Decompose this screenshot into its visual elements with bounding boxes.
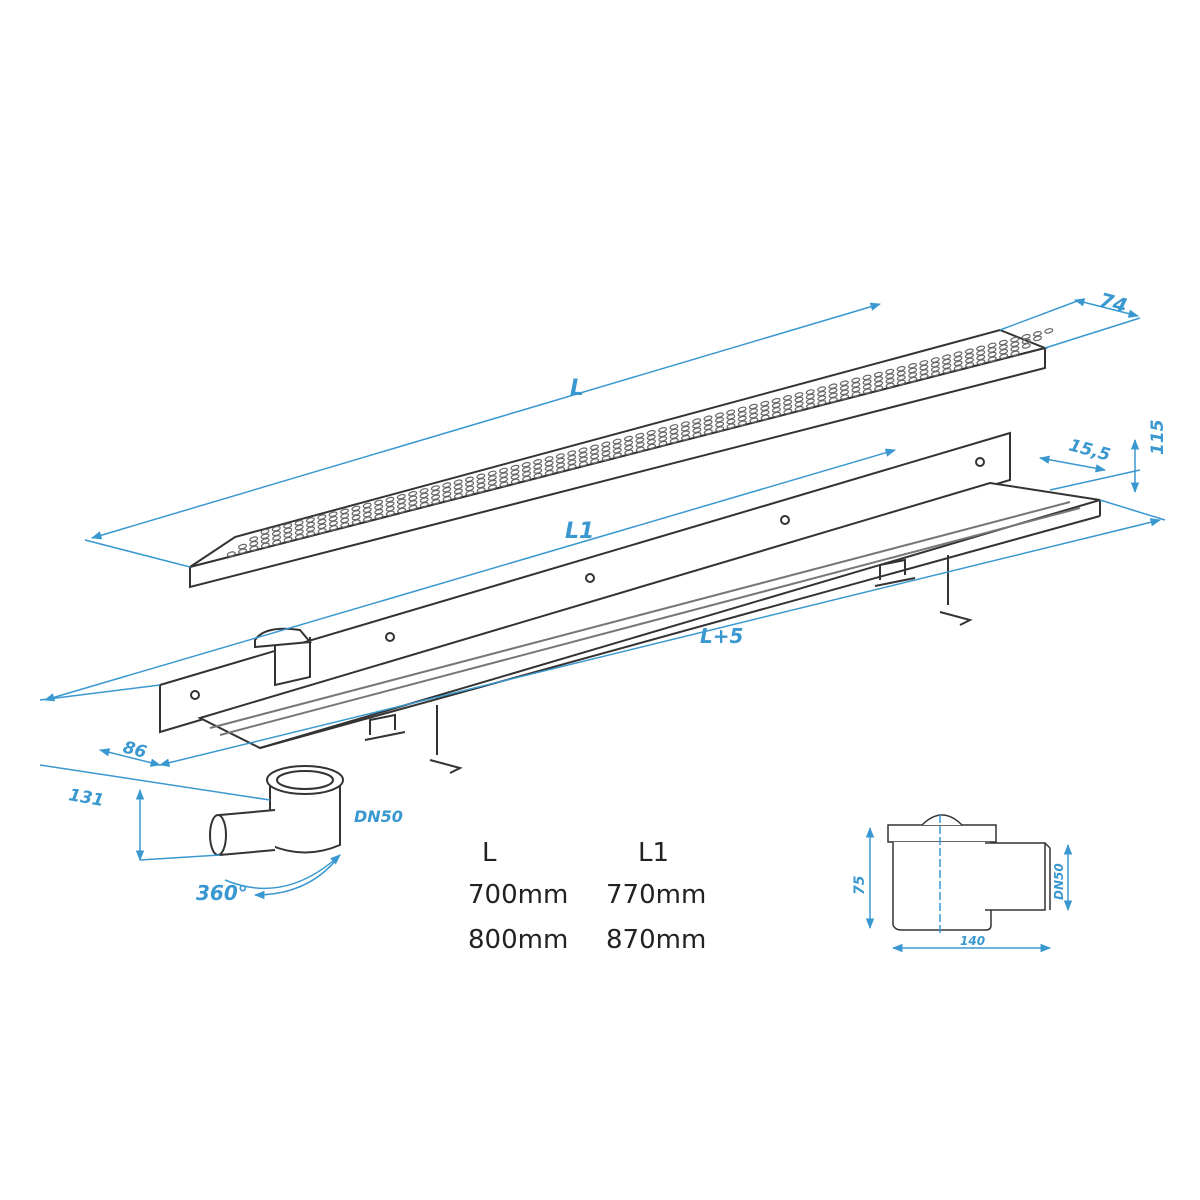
table-cell: 870mm — [606, 925, 707, 955]
table-cell: 770mm — [606, 880, 707, 910]
label-grate-width: 74 — [1097, 288, 1130, 318]
table-header-l: L — [482, 838, 497, 868]
grate-hole — [964, 348, 974, 354]
label-outlet: DN50 — [354, 807, 403, 826]
dimension-lines — [39, 298, 1166, 900]
side-label-width: 140 — [960, 934, 985, 948]
side-label-height: 75 — [852, 875, 868, 895]
grate-hole — [953, 351, 963, 357]
label-trap-height: 131 — [67, 785, 105, 811]
grate-hole — [930, 357, 940, 363]
table-header-l1: L1 — [638, 838, 670, 868]
label-overall-length: L+5 — [700, 624, 743, 648]
grate-hole — [976, 345, 986, 352]
label-height: 115 — [1148, 420, 1168, 456]
trap — [209, 765, 344, 857]
grate-hole — [1021, 333, 1031, 340]
label-rotation: 360° — [196, 881, 248, 905]
grate-hole — [942, 354, 951, 360]
label-channel-width: 86 — [121, 738, 149, 763]
grate-hole — [908, 363, 917, 369]
side-label-outlet: DN50 — [1052, 863, 1066, 900]
grate-hole — [1044, 328, 1054, 334]
grate-hole — [919, 360, 929, 366]
label-flange: 15,5 — [1067, 436, 1113, 466]
grate-hole — [1010, 336, 1020, 343]
channel — [159, 431, 1101, 774]
grate-hole — [1032, 331, 1042, 337]
table-cell: 700mm — [468, 880, 569, 910]
label-grate-length: L — [570, 376, 584, 401]
grate-hole — [896, 365, 906, 372]
grate-hole — [885, 368, 895, 375]
side-view — [865, 814, 1073, 953]
table-cell: 800mm — [468, 925, 569, 955]
label-channel-length: L1 — [565, 519, 594, 544]
grate-hole — [998, 339, 1008, 346]
grate-hole — [987, 342, 997, 349]
